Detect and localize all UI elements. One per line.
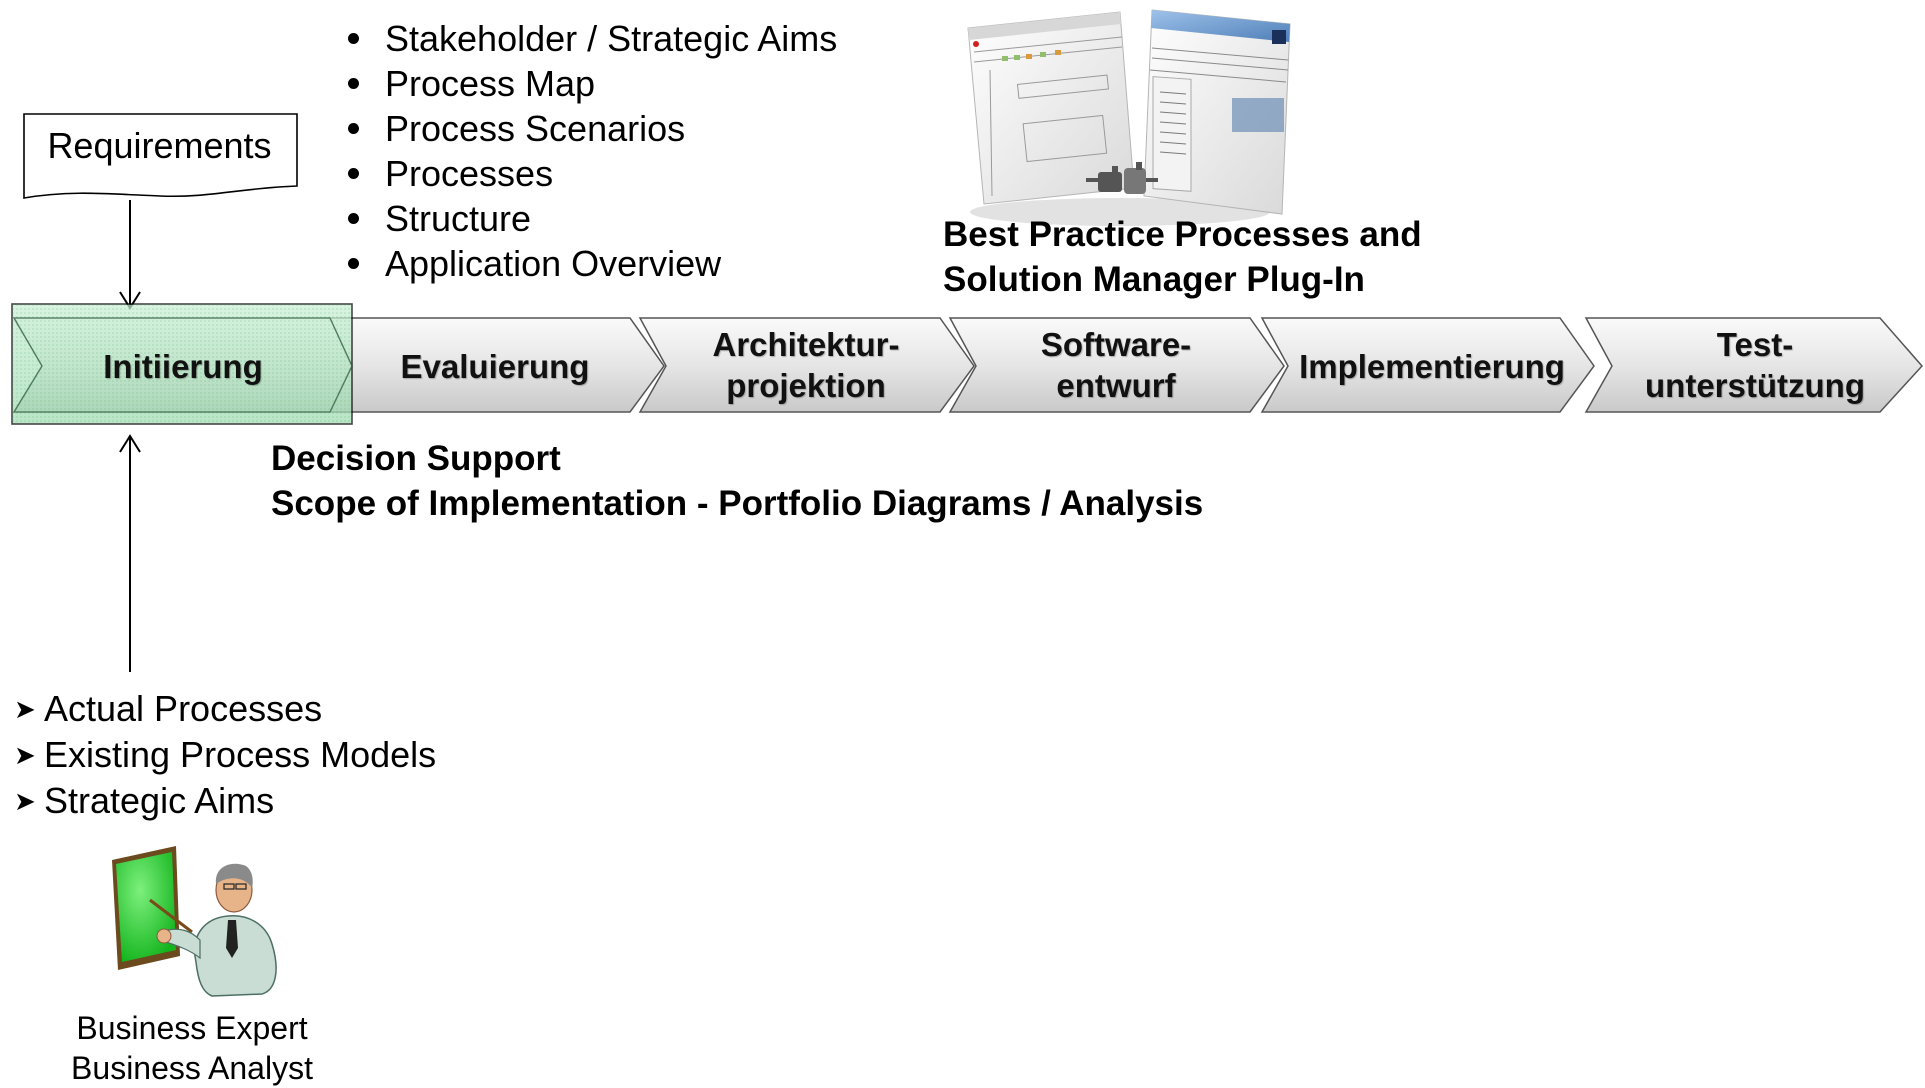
phase-label-architektur: Architektur- projektion [712,326,900,404]
list-item: Processes [340,151,837,196]
best-practice-caption-line1: Best Practice Processes and [943,215,1422,254]
bullet-icon [348,33,359,44]
deliverables-list: Stakeholder / Strategic Aims Process Map… [340,16,837,286]
list-item: Application Overview [340,241,837,286]
bullet-icon [348,123,359,134]
phase-label-implementierung: Implementierung [1299,348,1565,385]
list-item: Process Scenarios [340,106,837,151]
arrow-bullet-icon: ➤ [14,694,36,724]
list-item: Structure [340,196,837,241]
decision-support-heading: Decision Support [271,439,561,478]
chevron-architektur [638,317,975,413]
requirements-document-shape [23,113,298,199]
arrow-bullet-icon: ➤ [14,740,36,770]
presenter-icon [112,846,277,997]
inputs-list: ➤Actual Processes ➤Existing Process Mode… [14,686,436,824]
bullet-icon [348,213,359,224]
list-item: ➤Strategic Aims [14,778,436,824]
chevron-implementierung [1260,317,1595,413]
plug-icon [1086,162,1158,194]
bullet-icon [348,78,359,89]
role-business-analyst: Business Analyst [71,1050,313,1086]
list-item: ➤Existing Process Models [14,732,436,778]
phase-label-initiierung: Initiierung [103,348,263,385]
bullet-icon [348,258,359,269]
phase-label-test: Test- unterstützung [1645,326,1865,404]
chevron-test [1584,317,1924,413]
bullet-icon [348,168,359,179]
list-item: Stakeholder / Strategic Aims [340,16,837,61]
initiierung-highlight-texture [12,304,352,424]
requirements-label: Requirements [47,125,272,166]
phase-label-software: Software- entwurf [1040,326,1192,404]
list-item: ➤Actual Processes [14,686,436,732]
list-item: Process Map [340,61,837,106]
inputs-arrowhead [119,434,141,453]
chevron-software [948,317,1285,413]
role-business-expert: Business Expert [76,1010,308,1046]
phase-chevrons [12,317,1924,413]
best-practice-caption-line2: Solution Manager Plug-In [943,260,1365,299]
decision-support-subheading: Scope of Implementation - Portfolio Diag… [271,484,1204,523]
software-screenshots [967,9,1291,226]
initiierung-chevron-outline [12,317,353,413]
arrow-bullet-icon: ➤ [14,786,36,816]
phase-label-evaluierung: Evaluierung [400,348,590,385]
